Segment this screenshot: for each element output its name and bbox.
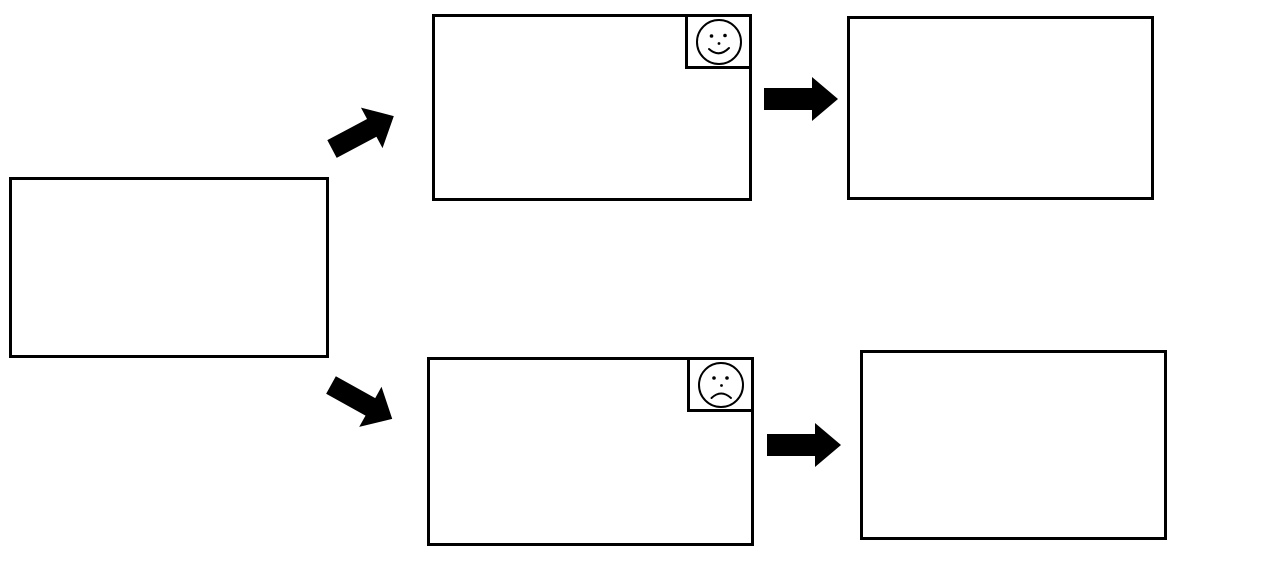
arrow-right-bottom — [767, 423, 841, 467]
start-box — [9, 177, 329, 358]
smiling-face-icon — [696, 19, 742, 65]
arrow-down-right — [326, 376, 393, 427]
frowning-face-icon — [698, 362, 744, 408]
top-result-box — [847, 16, 1154, 200]
arrow-up-right — [327, 107, 394, 158]
bottom-outcome-box — [427, 357, 754, 546]
frowny-frame — [687, 360, 751, 412]
bottom-result-box — [860, 350, 1167, 540]
smiley-frame — [685, 17, 749, 69]
top-outcome-box — [432, 14, 752, 201]
arrow-right-top — [764, 77, 838, 121]
